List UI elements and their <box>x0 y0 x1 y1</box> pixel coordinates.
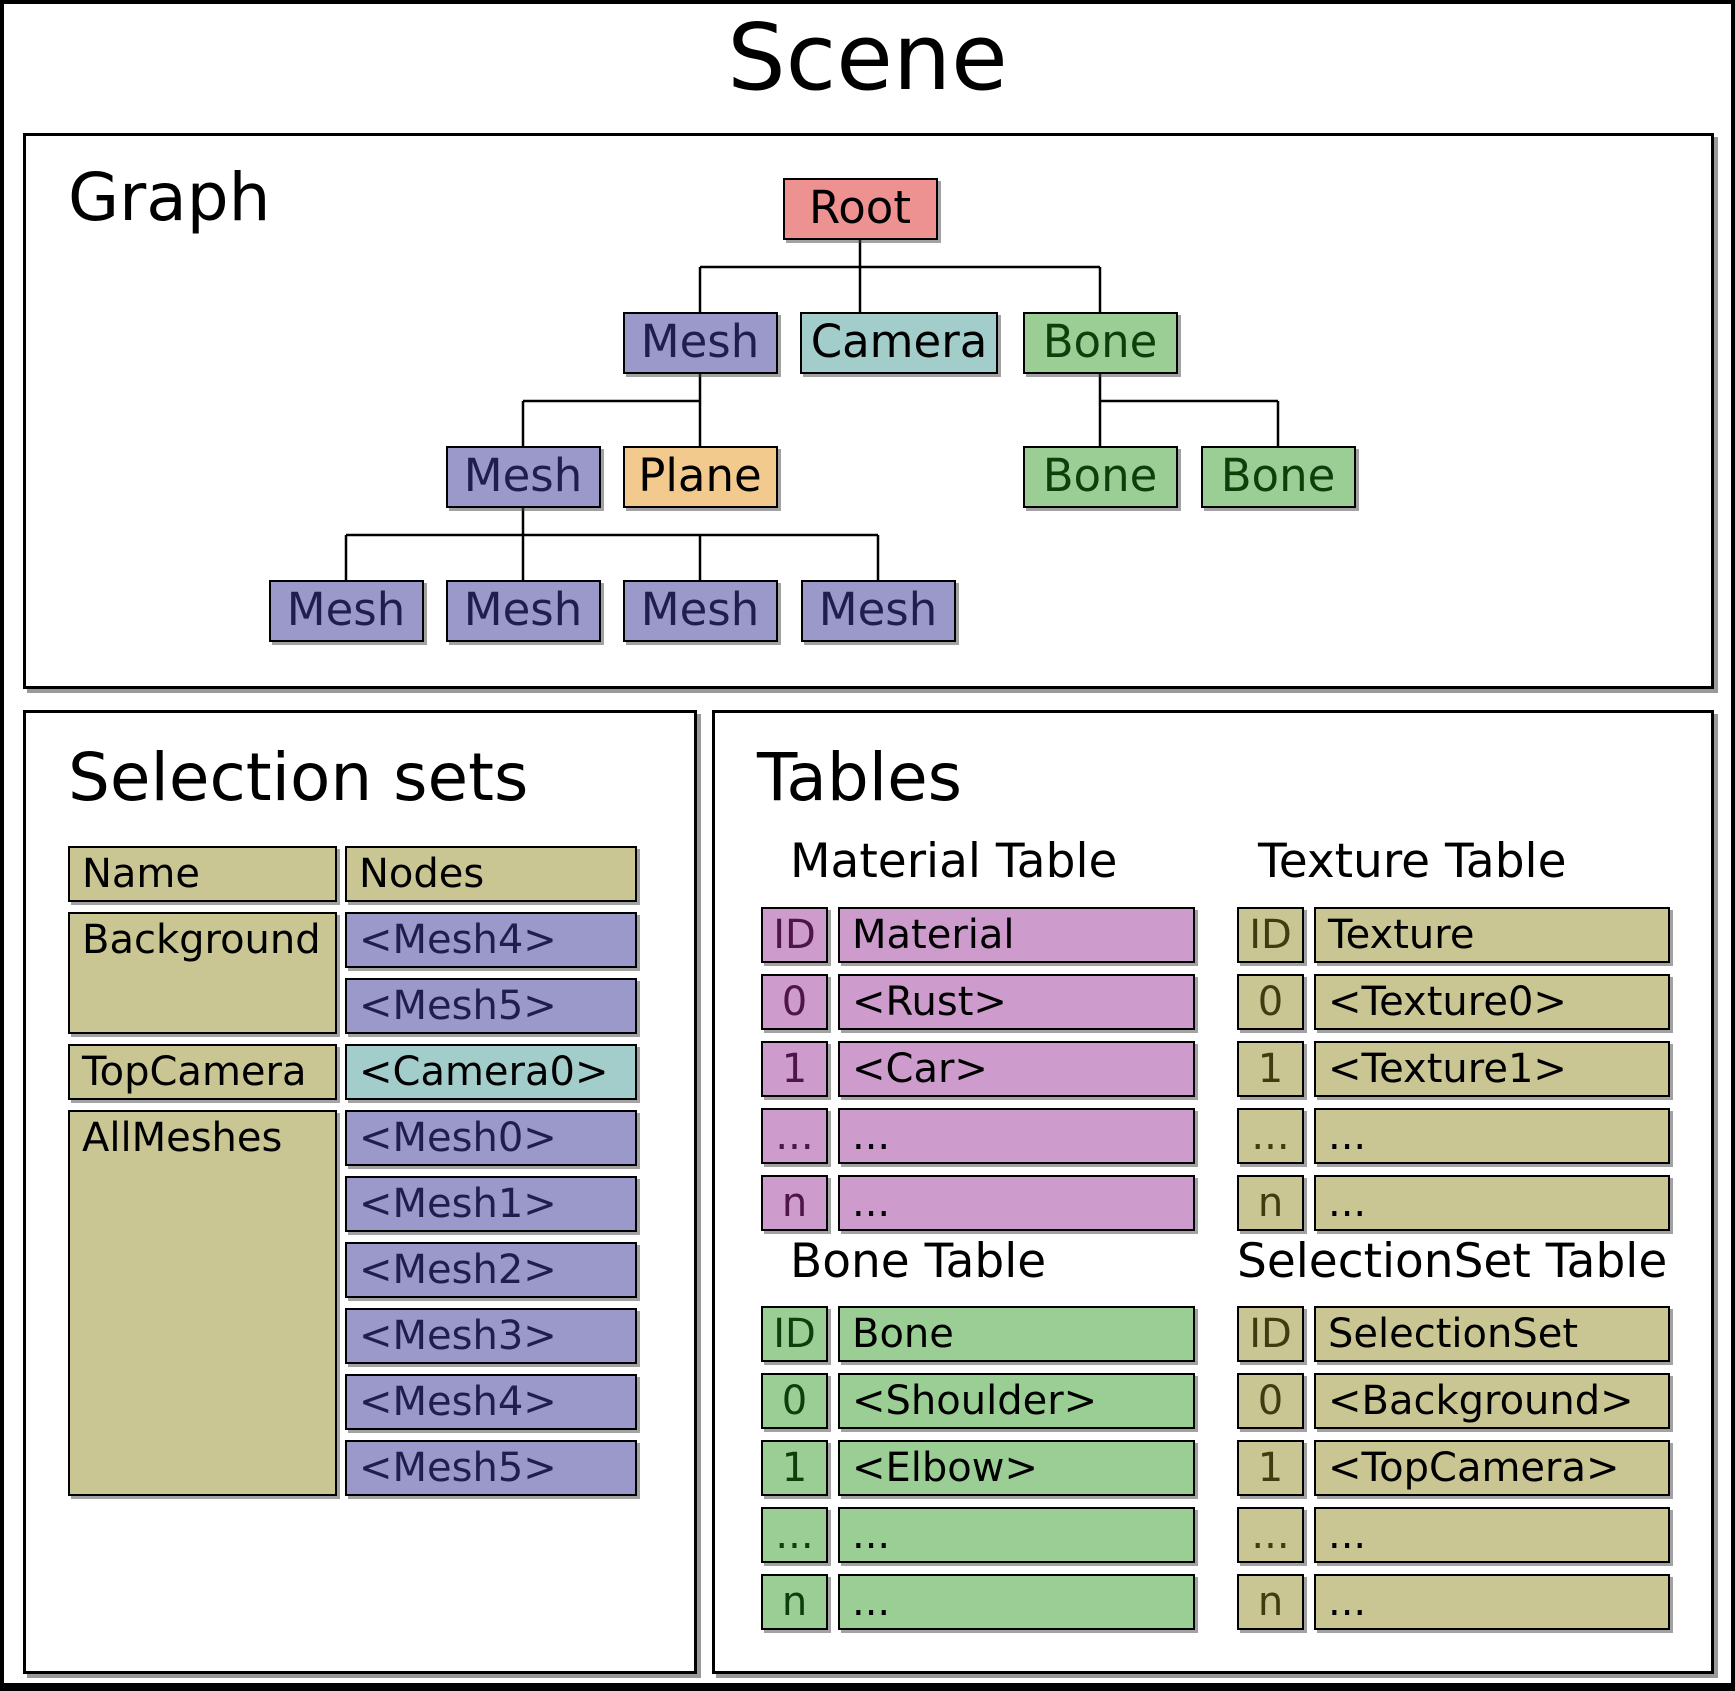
texture-table-value-cell: ... <box>1314 1175 1670 1231</box>
bone-table-value-header-cell: Bone <box>838 1306 1195 1362</box>
selectionset-table-title: SelectionSet Table <box>1237 1234 1668 1289</box>
tree-node-bone-1: Bone <box>1022 312 1178 374</box>
material-table-id-cell: ... <box>761 1108 828 1164</box>
texture-table-value-header-cell: Texture <box>1314 907 1670 963</box>
tree-node-mesh-2: Mesh <box>445 446 601 508</box>
material-table-value-header-cell: Material <box>838 907 1195 963</box>
texture-table-value-cell: <Texture0> <box>1314 974 1670 1030</box>
selectionset-table-id-cell: 1 <box>1237 1440 1304 1496</box>
bone-table-id-cell: 1 <box>761 1440 828 1496</box>
selection-column-header-nodes: Nodes <box>345 846 637 902</box>
selectionset-table-id-cell: n <box>1237 1574 1304 1630</box>
material-table-id-cell: 0 <box>761 974 828 1030</box>
node-chip: <Mesh2> <box>345 1242 637 1298</box>
texture-table-title: Texture Table <box>1258 834 1567 889</box>
selection-column-header-name: Name <box>68 846 337 902</box>
tree-node-mesh-4: Mesh <box>445 580 601 642</box>
tree-node-plane: Plane <box>622 446 778 508</box>
bone-table-id-header-cell: ID <box>761 1306 828 1362</box>
bone-table-value-cell: <Shoulder> <box>838 1373 1195 1429</box>
material-table-id-header-cell: ID <box>761 907 828 963</box>
selectionset-table-value-cell: <TopCamera> <box>1314 1440 1670 1496</box>
tree-node-mesh-5: Mesh <box>622 580 778 642</box>
material-table-value-cell: ... <box>838 1108 1195 1164</box>
texture-table-value-cell: <Texture1> <box>1314 1041 1670 1097</box>
texture-table-id-cell: ... <box>1237 1108 1304 1164</box>
node-chip: <Mesh5> <box>345 1440 637 1496</box>
selection-name-cell: Background <box>68 912 337 1034</box>
node-chip: <Mesh1> <box>345 1176 637 1232</box>
tree-node-mesh-1: Mesh <box>622 312 778 374</box>
tables-title: Tables <box>757 739 963 816</box>
page-title: Scene <box>727 4 1008 111</box>
selection-name-cell: TopCamera <box>68 1044 337 1100</box>
selection-sets-title: Selection sets <box>68 739 529 816</box>
selection-name-cell: AllMeshes <box>68 1110 337 1496</box>
node-chip: <Mesh4> <box>345 912 637 968</box>
tree-node-bone-3: Bone <box>1200 446 1356 508</box>
texture-table-id-cell: 1 <box>1237 1041 1304 1097</box>
material-table-id-cell: n <box>761 1175 828 1231</box>
texture-table-value-cell: ... <box>1314 1108 1670 1164</box>
tree-node-mesh-6: Mesh <box>800 580 956 642</box>
bone-table-title: Bone Table <box>790 1234 1047 1289</box>
node-chip: <Mesh4> <box>345 1374 637 1430</box>
selectionset-table-id-header-cell: ID <box>1237 1306 1304 1362</box>
selectionset-table-value-cell: ... <box>1314 1574 1670 1630</box>
tree-node-root: Root <box>782 178 938 240</box>
tree-node-mesh-3: Mesh <box>268 580 424 642</box>
bone-table-value-cell: ... <box>838 1574 1195 1630</box>
node-chip: <Mesh0> <box>345 1110 637 1166</box>
material-table-value-cell: <Rust> <box>838 974 1195 1030</box>
node-chip: <Camera0> <box>345 1044 637 1100</box>
material-table-title: Material Table <box>790 834 1118 889</box>
texture-table-id-cell: n <box>1237 1175 1304 1231</box>
bone-table-value-cell: <Elbow> <box>838 1440 1195 1496</box>
material-table-value-cell: <Car> <box>838 1041 1195 1097</box>
selectionset-table-id-cell: ... <box>1237 1507 1304 1563</box>
bone-table-id-cell: ... <box>761 1507 828 1563</box>
material-table-value-cell: ... <box>838 1175 1195 1231</box>
graph-panel-label: Graph <box>68 159 271 236</box>
bone-table-id-cell: n <box>761 1574 828 1630</box>
texture-table-id-cell: 0 <box>1237 974 1304 1030</box>
node-chip: <Mesh3> <box>345 1308 637 1364</box>
texture-table-id-header-cell: ID <box>1237 907 1304 963</box>
bone-table-value-cell: ... <box>838 1507 1195 1563</box>
tree-node-camera: Camera <box>800 312 998 374</box>
bone-table-id-cell: 0 <box>761 1373 828 1429</box>
selectionset-table-value-cell: ... <box>1314 1507 1670 1563</box>
material-table-id-cell: 1 <box>761 1041 828 1097</box>
node-chip: <Mesh5> <box>345 978 637 1034</box>
selectionset-table-value-header-cell: SelectionSet <box>1314 1306 1670 1362</box>
selectionset-table-value-cell: <Background> <box>1314 1373 1670 1429</box>
tree-node-bone-2: Bone <box>1022 446 1178 508</box>
selectionset-table-id-cell: 0 <box>1237 1373 1304 1429</box>
